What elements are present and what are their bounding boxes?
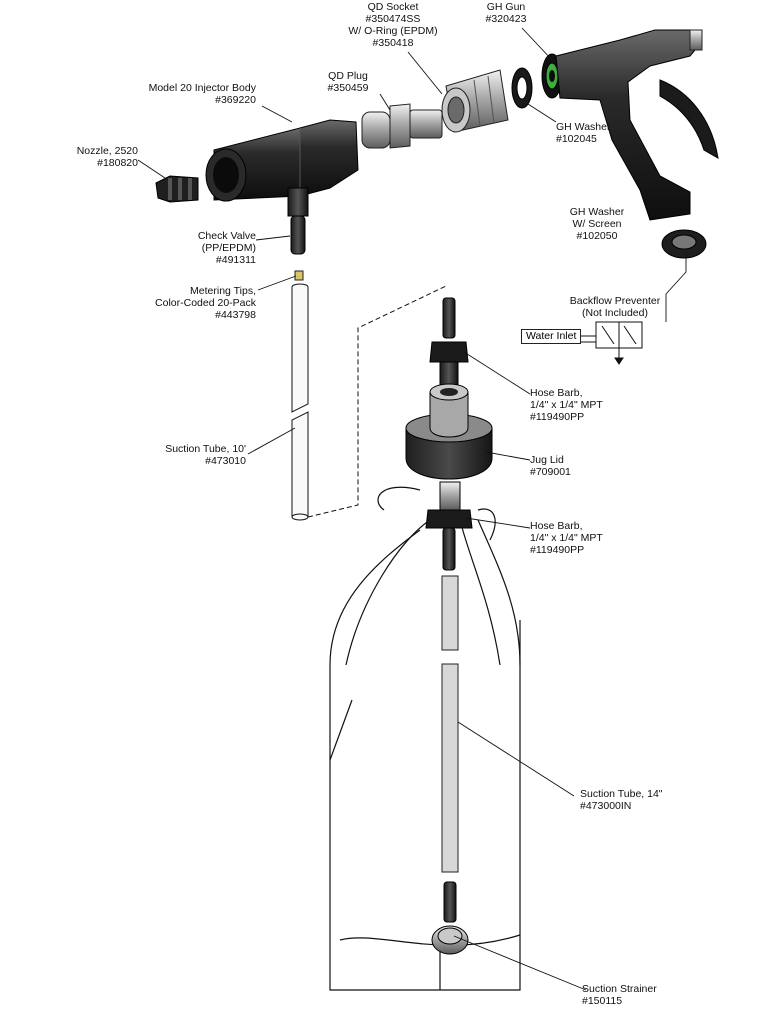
gh-washer-name: GH Washer bbox=[556, 121, 611, 133]
backflow-name: Backflow Preventer bbox=[569, 295, 661, 307]
hose-barb-upper-name: Hose Barb, bbox=[530, 387, 583, 399]
qd-socket-label: QD Socket #350474SS W/ O-Ring (EPDM) #35… bbox=[338, 1, 448, 49]
water-inlet-text: Water Inlet bbox=[526, 330, 577, 342]
check-valve-label: Check Valve (PP/EPDM) #491311 bbox=[180, 230, 256, 266]
nozzle-part-number: #180820 bbox=[97, 157, 138, 169]
gh-washer-screen-name: GH Washer bbox=[569, 206, 625, 218]
jug-lid-part bbox=[405, 383, 493, 480]
hose-barb-upper-part-number: #119490PP bbox=[530, 411, 585, 423]
injector-body-part bbox=[205, 119, 359, 202]
gh-washer-screen-part-number: #102050 bbox=[576, 230, 618, 242]
suction-tube-10-label: Suction Tube, 10' #473010 bbox=[160, 443, 246, 467]
metering-tips-part-number: #443798 bbox=[215, 309, 256, 321]
qd-plug-part-number: #350459 bbox=[327, 82, 369, 94]
water-inlet-box: Water Inlet bbox=[521, 329, 582, 344]
check-valve-material: (PP/EPDM) bbox=[201, 242, 256, 254]
suction-tube-10-name: Suction Tube, 10' bbox=[165, 443, 246, 455]
hose-barb-lower-label: Hose Barb, 1/4" x 1/4" MPT #119490PP bbox=[530, 520, 620, 556]
qd-plug-part bbox=[361, 103, 443, 149]
qd-socket-name: QD Socket bbox=[367, 1, 419, 13]
gh-washer-screen-label: GH Washer W/ Screen #102050 bbox=[558, 206, 636, 242]
gh-washer-part bbox=[511, 67, 533, 109]
backflow-label: Backflow Preventer (Not Included) bbox=[560, 295, 670, 319]
qd-plug-label: QD Plug #350459 bbox=[316, 70, 380, 94]
qd-socket-oring: W/ O-Ring (EPDM) bbox=[348, 25, 438, 37]
suction-tube-14-part bbox=[441, 575, 459, 873]
qd-socket-oring-number: #350418 bbox=[372, 37, 414, 49]
suction-strainer-label: Suction Strainer #150115 bbox=[582, 983, 672, 1007]
hose-barb-upper-size: 1/4" x 1/4" MPT bbox=[530, 399, 603, 411]
hose-barb-upper-part bbox=[429, 297, 469, 389]
metering-tips-pack: Color-Coded 20-Pack bbox=[155, 297, 256, 309]
metering-tips-name: Metering Tips, bbox=[190, 285, 256, 297]
gh-gun-label: GH Gun #320423 bbox=[474, 1, 538, 25]
metering-tips-label: Metering Tips, Color-Coded 20-Pack #4437… bbox=[136, 285, 256, 321]
jug-lid-part-number: #709001 bbox=[530, 466, 571, 478]
gh-gun-part-number: #320423 bbox=[485, 13, 527, 25]
suction-strainer-name: Suction Strainer bbox=[582, 983, 657, 995]
suction-tube-14-label: Suction Tube, 14" #473000IN bbox=[580, 788, 676, 812]
qd-socket-part-number: #350474SS bbox=[365, 13, 421, 25]
injector-body-name: Model 20 Injector Body bbox=[148, 82, 256, 94]
qd-plug-name: QD Plug bbox=[328, 70, 368, 82]
suction-connection-dashes bbox=[307, 285, 447, 518]
nozzle-part bbox=[155, 175, 199, 203]
hose-barb-lower-part-number: #119490PP bbox=[530, 544, 585, 556]
check-valve-part bbox=[287, 187, 309, 255]
check-valve-name: Check Valve bbox=[197, 230, 256, 242]
gh-gun-part bbox=[541, 29, 719, 221]
suction-strainer-part bbox=[431, 881, 469, 955]
hose-barb-lower-part bbox=[425, 481, 473, 571]
gh-washer-label: GH Washer #102045 bbox=[556, 121, 626, 145]
check-valve-part-number: #491311 bbox=[215, 254, 256, 266]
suction-tube-14-name: Suction Tube, 14" bbox=[580, 788, 663, 800]
gh-gun-name: GH Gun bbox=[486, 1, 526, 13]
suction-tube-10-part bbox=[291, 283, 309, 521]
backflow-note: (Not Included) bbox=[582, 307, 648, 319]
hose-barb-lower-name: Hose Barb, bbox=[530, 520, 583, 532]
injector-body-part-number: #369220 bbox=[215, 94, 256, 106]
leader-lines bbox=[137, 27, 687, 991]
jug-lid-name: Jug Lid bbox=[530, 454, 564, 466]
hose-barb-lower-size: 1/4" x 1/4" MPT bbox=[530, 532, 603, 544]
hose-barb-upper-label: Hose Barb, 1/4" x 1/4" MPT #119490PP bbox=[530, 387, 620, 423]
gh-washer-screen-subtitle: W/ Screen bbox=[572, 218, 622, 230]
nozzle-name: Nozzle, 2520 bbox=[76, 145, 138, 157]
jug-lid-label: Jug Lid #709001 bbox=[530, 454, 590, 478]
metering-tip-part bbox=[294, 270, 304, 281]
jug-outline bbox=[329, 486, 521, 991]
gh-washer-part-number: #102045 bbox=[556, 133, 597, 145]
suction-tube-10-part-number: #473010 bbox=[205, 455, 246, 467]
injector-body-label: Model 20 Injector Body #369220 bbox=[130, 82, 256, 106]
gh-washer-screen-part bbox=[661, 229, 707, 259]
backflow-symbol bbox=[595, 321, 643, 365]
suction-tube-14-part-number: #473000IN bbox=[580, 800, 632, 812]
qd-socket-part bbox=[441, 69, 509, 133]
nozzle-label: Nozzle, 2520 #180820 bbox=[60, 145, 138, 169]
suction-strainer-part-number: #150115 bbox=[582, 995, 623, 1007]
